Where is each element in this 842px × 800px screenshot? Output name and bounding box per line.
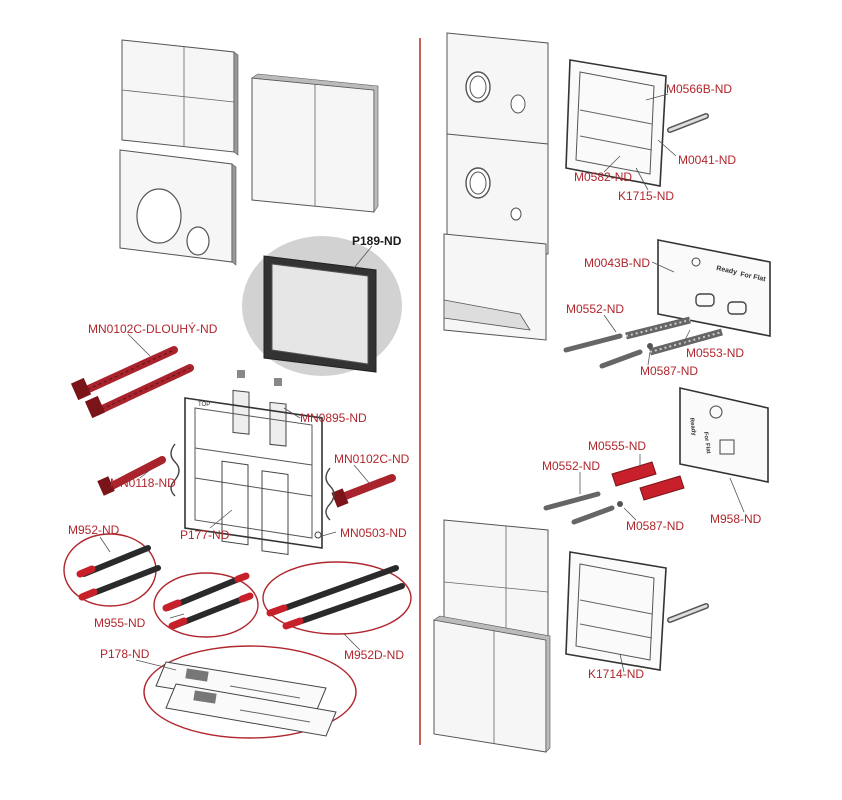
label-m0587-a: M0587-ND <box>640 364 699 378</box>
k1714-frame <box>565 551 709 671</box>
flush-plate-square-2 <box>251 73 379 213</box>
m0043b-frame: Ready For Flat <box>657 239 771 337</box>
label-mn0503: MN0503-ND <box>340 526 407 540</box>
m0552-bolts-b <box>543 491 623 525</box>
label-k1714: K1714-ND <box>588 667 645 681</box>
flush-plate-round <box>119 149 237 266</box>
leader-lines <box>99 93 745 673</box>
label-m0552-a: M0552-ND <box>566 302 625 316</box>
label-p177: P177-ND <box>180 528 230 542</box>
label-m0566b: M0566B-ND <box>666 82 733 96</box>
flush-plate-square-3 <box>443 519 549 647</box>
label-k1715: K1715-ND <box>618 189 675 203</box>
frame-top-mark: TOP <box>198 402 210 408</box>
flush-plate-round-button-2 <box>446 133 549 255</box>
mn0102c-long-rods <box>70 346 194 419</box>
label-m0552-b: M0552-ND <box>542 459 601 473</box>
label-m0555: M0555-ND <box>588 439 647 453</box>
flush-plate-square-1 <box>121 39 239 156</box>
label-m0582: M0582-ND <box>574 170 633 184</box>
m0555-frame: Ready For Flat <box>679 386 769 483</box>
flush-plate-square-4 <box>433 615 551 753</box>
label-m0587-b: M0587-ND <box>626 519 685 533</box>
label-mn0895: MN0895-ND <box>300 411 367 425</box>
label-p189: P189-ND <box>352 234 402 248</box>
m952d-rods <box>262 561 412 635</box>
frame2-ready-text: Ready <box>688 417 697 436</box>
p177-mounting-frame: TOP <box>184 397 323 556</box>
label-mn0102c-dlouhy: MN0102C-DLOUHÝ-ND <box>88 322 218 336</box>
label-m0041: M0041-ND <box>678 153 737 167</box>
flush-plate-round-buttons <box>446 32 549 157</box>
m952-rods <box>63 533 161 607</box>
m0553-connectors <box>625 316 723 356</box>
label-m0043b: M0043B-ND <box>584 256 651 270</box>
label-m952d: M952D-ND <box>344 648 405 662</box>
label-m955: M955-ND <box>94 616 146 630</box>
frame2-for-flat-text: For Flat <box>702 431 711 454</box>
label-p178: P178-ND <box>100 647 150 661</box>
p189-frame <box>242 236 402 376</box>
label-mn0102c: MN0102C-ND <box>334 452 410 466</box>
mn0102c-rod <box>325 467 396 521</box>
p178-templates <box>143 645 357 739</box>
m0566b-frame <box>565 59 709 187</box>
flush-plate-flat <box>443 233 547 341</box>
mn0895-clips <box>232 370 287 447</box>
m955-rods <box>153 572 259 638</box>
label-m958: M958-ND <box>710 512 762 526</box>
label-mn0118: MN0118-ND <box>110 476 176 490</box>
mn0503-screw <box>314 531 322 539</box>
m0555-red-connectors <box>611 461 685 501</box>
label-m0553: M0553-ND <box>686 346 745 360</box>
label-m952: M952-ND <box>68 523 120 537</box>
frame-ready-text: Ready <box>716 265 738 276</box>
mn0118-rod <box>97 443 180 497</box>
m0552-bolts-a <box>563 333 653 369</box>
